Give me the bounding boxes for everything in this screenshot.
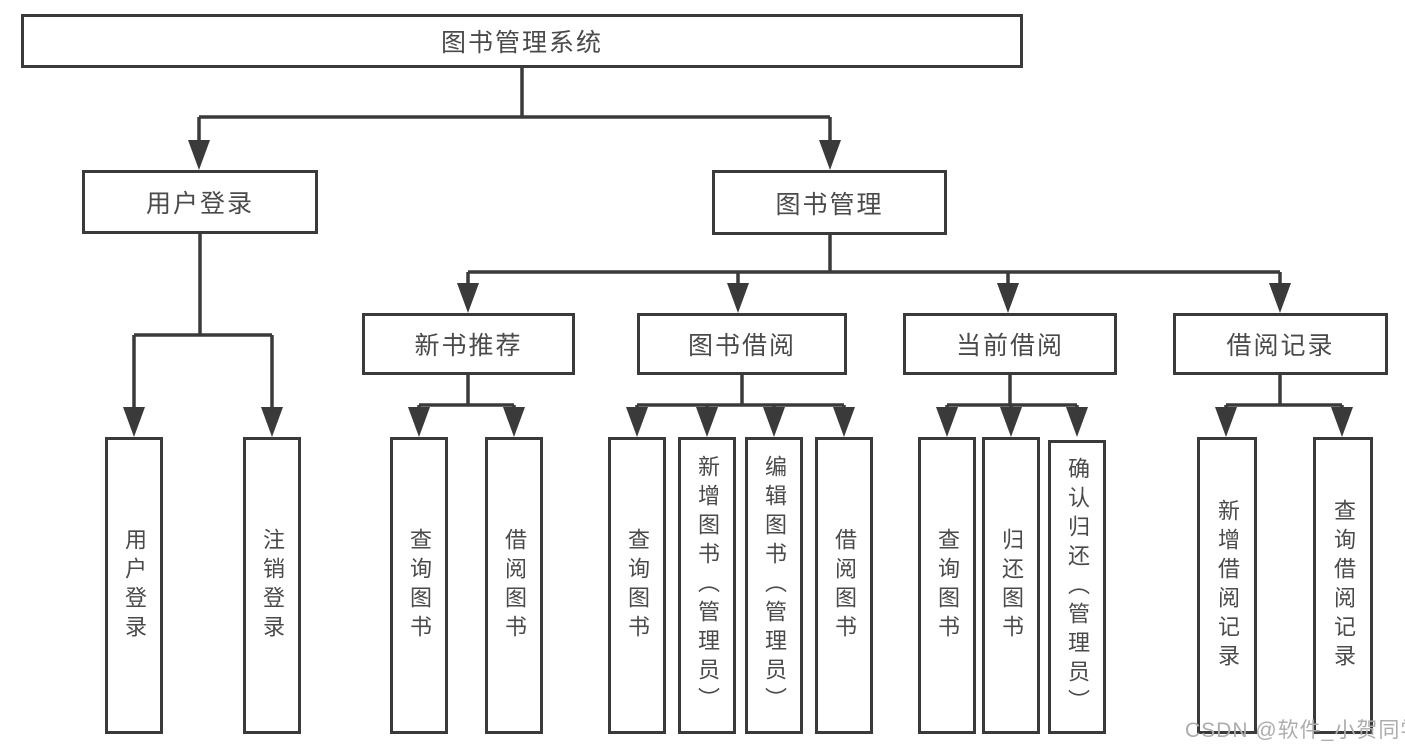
leaf-borrow-borrow-books: 借阅图书	[815, 437, 873, 734]
connector-root-to-level2	[188, 68, 841, 170]
node-new-book-recommend: 新书推荐	[362, 313, 575, 375]
node-label: 借阅记录	[1226, 332, 1335, 360]
arrowhead-icon	[833, 407, 855, 437]
node-label: 注销登录	[260, 527, 285, 644]
arrowhead-icon	[997, 283, 1019, 313]
node-book-borrow: 图书借阅	[637, 313, 847, 375]
arrowhead-icon	[1269, 283, 1291, 313]
arrowhead-icon	[503, 407, 525, 437]
arrowhead-icon	[696, 407, 718, 437]
arrowhead-icon	[408, 407, 430, 437]
leaf-current-confirm-return-admin: 确认归还（管理员）	[1048, 440, 1106, 734]
arrowhead-icon	[819, 140, 841, 170]
node-label: 图书借阅	[687, 332, 796, 360]
node-label: 用户登录	[122, 527, 147, 644]
node-label: 新增图书（管理员）	[695, 455, 720, 716]
node-book-management: 图书管理	[712, 170, 947, 235]
arrowhead-icon	[763, 407, 785, 437]
node-label: 查询借阅记录	[1331, 498, 1356, 673]
node-label: 新增借阅记录	[1215, 498, 1240, 673]
arrowhead-icon	[123, 407, 145, 437]
arrowhead-icon	[727, 283, 749, 313]
watermark: CSDN @软件_小贺同学	[1185, 719, 1405, 742]
arrowhead-icon	[1215, 407, 1237, 437]
node-label: 借阅图书	[502, 527, 527, 644]
node-library-management-system: 图书管理系统	[21, 14, 1023, 68]
arrowhead-icon	[188, 140, 210, 170]
node-label: 图书管理	[775, 190, 884, 219]
arrowhead-icon	[936, 407, 958, 437]
arrowhead-icon	[261, 407, 283, 437]
leaf-newrec-query-books: 查询图书	[390, 437, 448, 734]
connector-new-book-group	[408, 375, 525, 437]
leaf-logout: 注销登录	[243, 437, 301, 734]
arrowhead-icon	[1066, 407, 1088, 437]
node-label: 用户登录	[145, 190, 254, 218]
connector-book-borrow-group	[626, 375, 855, 437]
node-current-borrow: 当前借阅	[903, 313, 1117, 375]
leaf-borrow-edit-books-admin: 编辑图书（管理员）	[745, 437, 803, 734]
arrowhead-icon	[626, 407, 648, 437]
node-label: 新书推荐	[414, 332, 523, 360]
node-label: 查询图书	[935, 527, 960, 644]
leaf-records-query-record: 查询借阅记录	[1313, 437, 1373, 734]
node-label: 借阅图书	[832, 527, 857, 644]
leaf-user-login: 用户登录	[105, 437, 163, 734]
node-label: 查询图书	[625, 527, 650, 644]
connector-book-mgmt-to-level3	[457, 235, 1291, 313]
connector-current-borrow-group	[936, 375, 1088, 437]
node-label: 编辑图书（管理员）	[762, 455, 787, 716]
leaf-borrow-add-books-admin: 新增图书（管理员）	[678, 437, 736, 734]
node-label: 图书管理系统	[440, 29, 603, 57]
node-label: 确认归还（管理员）	[1065, 456, 1090, 718]
connector-borrow-records-group	[1215, 375, 1353, 437]
node-user-login: 用户登录	[82, 170, 318, 234]
leaf-newrec-borrow-books: 借阅图书	[485, 437, 543, 734]
node-label: 当前借阅	[955, 332, 1064, 360]
leaf-borrow-query-books: 查询图书	[608, 437, 666, 734]
leaf-current-query-books: 查询图书	[918, 437, 976, 734]
arrowhead-icon	[457, 283, 479, 313]
leaf-records-add-record: 新增借阅记录	[1197, 437, 1257, 734]
leaf-current-return-books: 归还图书	[982, 437, 1040, 734]
node-label: 查询图书	[407, 527, 432, 644]
arrowhead-icon	[1331, 407, 1353, 437]
connector-user-login-group	[123, 233, 283, 437]
node-borrow-records: 借阅记录	[1173, 313, 1388, 375]
node-label: 归还图书	[999, 527, 1024, 644]
arrowhead-icon	[1000, 407, 1022, 437]
